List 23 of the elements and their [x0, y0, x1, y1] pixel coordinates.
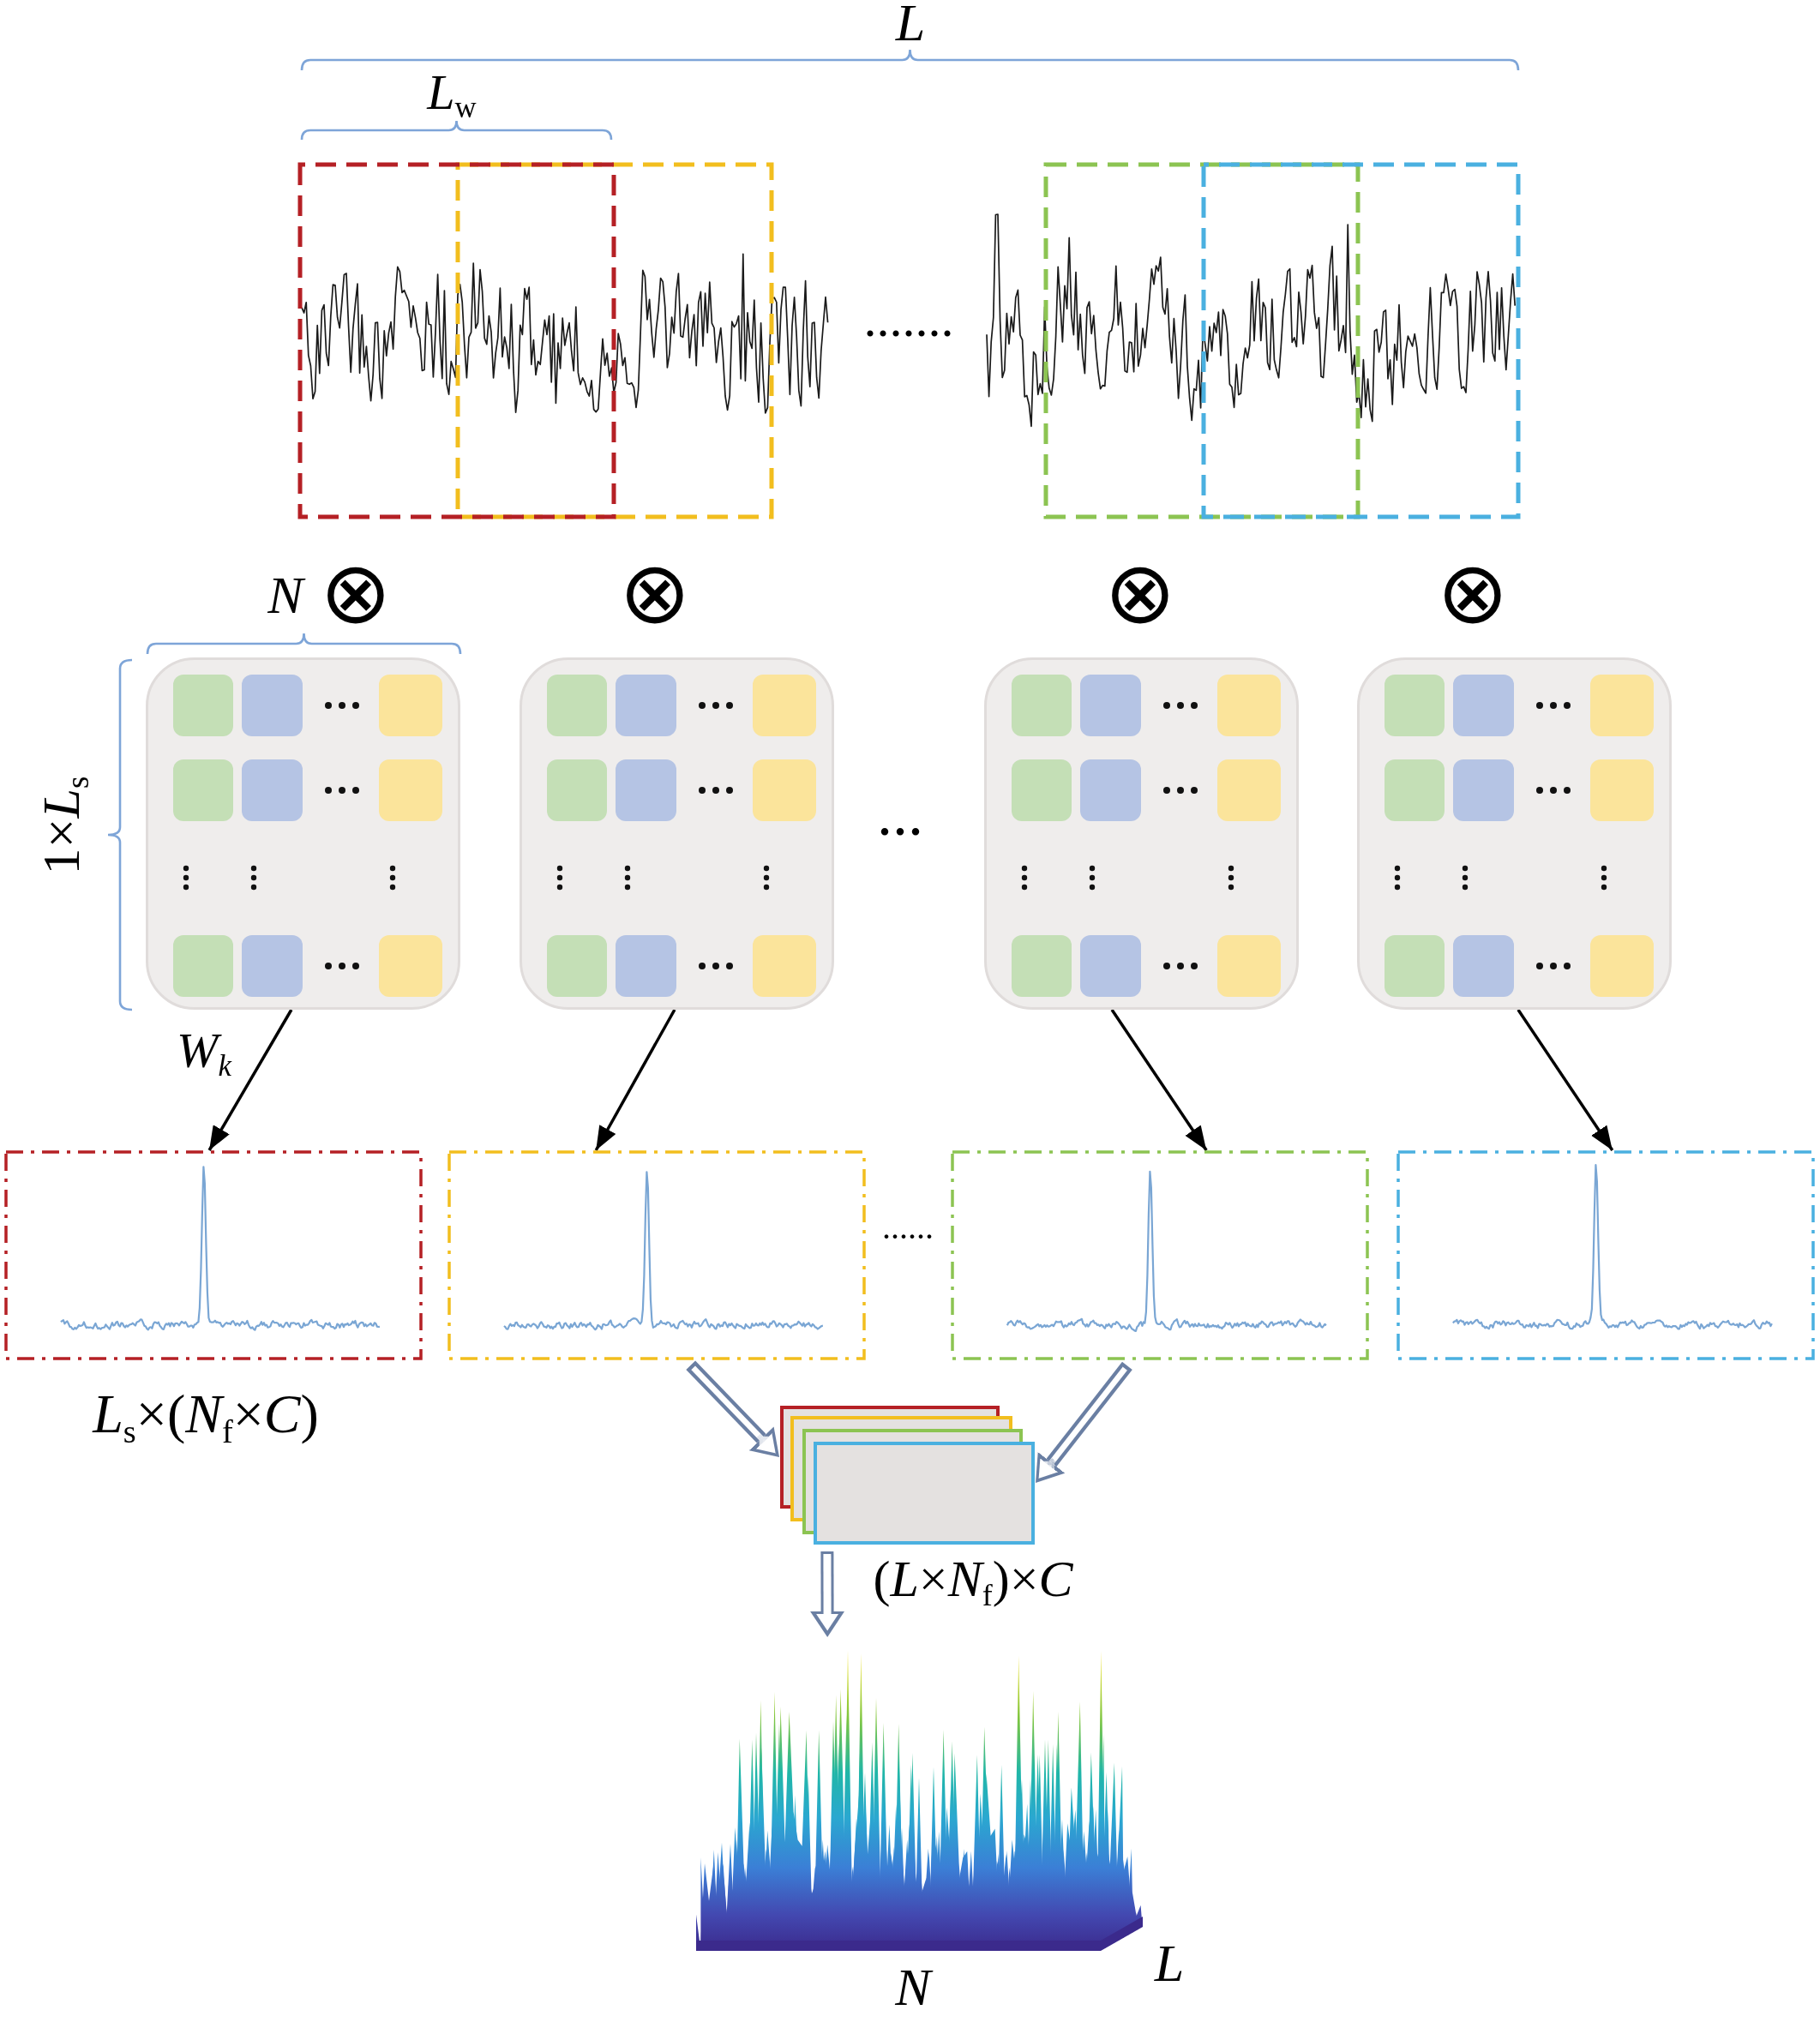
hollow-arrow	[686, 1360, 780, 1457]
operator-symbol: ⊗	[1437, 550, 1509, 636]
spectrum-plot	[4, 1150, 423, 1360]
matrix-label: W$_{k}$	[177, 1026, 231, 1076]
arrow	[207, 1009, 293, 1151]
dimension-label: L	[895, 0, 926, 49]
arrow	[1517, 1009, 1614, 1151]
stacked-feature-maps	[779, 1406, 1036, 1545]
ellipsis: ......	[882, 1210, 934, 1245]
ellipsis: ...	[877, 783, 923, 845]
spectrum-plot	[1397, 1150, 1815, 1360]
spectrum-plot	[951, 1150, 1369, 1360]
operator-symbol: ⊗	[619, 550, 691, 636]
ellipsis: .......	[863, 293, 954, 345]
arrow	[1110, 1009, 1208, 1151]
axis-label: L	[1154, 1936, 1185, 1989]
hollow-arrow	[810, 1551, 845, 1637]
operator-symbol: ⊗	[1104, 550, 1176, 636]
operator-symbol: ⊗	[320, 550, 392, 636]
dimension-label: L$_{w}$	[427, 68, 477, 117]
spectrum-plot	[447, 1150, 866, 1360]
hollow-arrow	[1036, 1361, 1132, 1484]
arrow	[594, 1009, 676, 1151]
